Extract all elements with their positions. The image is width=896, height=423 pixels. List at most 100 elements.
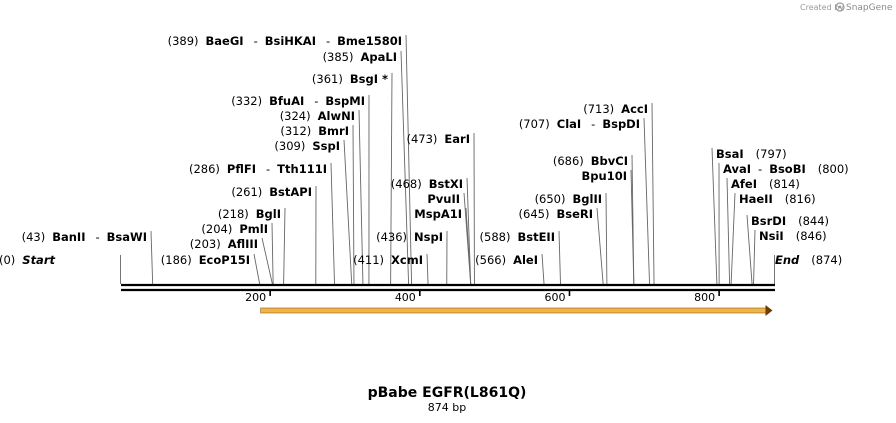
site-enzyme-name: Bme1580I [337, 34, 402, 48]
site-position: (312) [280, 124, 311, 138]
site-connector-ecop15i [253, 253, 261, 285]
site-label-haeii[interactable]: HaeII(816) [739, 192, 816, 206]
site-position: (324) [280, 109, 311, 123]
site-enzyme-name: ApaLI [361, 50, 398, 64]
site-enzyme-name: PvuII [427, 192, 460, 206]
site-label-end[interactable]: End(874) [775, 253, 842, 267]
site-label-bpu10i[interactable]: Bpu10I [582, 169, 627, 183]
site-position: (286) [189, 162, 220, 176]
site-position: (203) [190, 237, 221, 251]
site-label-bglii[interactable]: (650)BglII [535, 192, 602, 206]
site-label-sspi[interactable]: (309)SspI [274, 139, 340, 153]
site-position: (846) [796, 229, 827, 243]
site-position: (814) [769, 177, 800, 191]
site-position: (309) [274, 139, 305, 153]
site-enzyme-name: BstAPI [269, 185, 312, 199]
site-connector-alwni [358, 109, 364, 285]
site-enzyme-name: End [775, 253, 800, 267]
site-enzyme-name: BsaWI [107, 230, 147, 244]
site-separator: - [591, 117, 595, 131]
feature-arrow-body[interactable] [260, 307, 767, 314]
site-label-avai-bsobi[interactable]: AvaI-BsoBI(800) [723, 162, 849, 176]
site-label-nspi[interactable]: (436)NspI [376, 230, 443, 244]
site-position: (218) [218, 207, 249, 221]
site-enzyme-name: Bpu10I [582, 169, 627, 183]
site-separator: - [326, 34, 330, 48]
site-position: (588) [480, 230, 511, 244]
site-connector-apali [400, 50, 410, 285]
site-label-bgli[interactable]: (218) BglI [218, 207, 281, 221]
site-label-clai-bspdi[interactable]: (707)ClaI-BspDI [519, 117, 640, 131]
site-enzyme-name: BmrI [318, 124, 349, 138]
site-label-bmri[interactable]: (312) BmrI [280, 124, 349, 138]
site-label-alwni[interactable]: (324) AlwNI [280, 109, 355, 123]
site-connector-clai-bspdi [643, 117, 650, 285]
site-position: (204) [201, 222, 232, 236]
site-label-apali[interactable]: (385)ApaLI [323, 50, 397, 64]
site-position: (389) [168, 34, 199, 48]
site-separator: - [254, 34, 258, 48]
site-separator: - [314, 94, 318, 108]
site-enzyme-name: BglI [256, 207, 281, 221]
site-enzyme-name: BaeGI [206, 34, 244, 48]
site-label-bsai[interactable]: BsaI(797) [716, 147, 787, 161]
site-position: (361) [312, 72, 343, 86]
site-connector-banii-bsawi [150, 230, 154, 285]
feature-arrow-head [765, 305, 773, 316]
site-enzyme-name: NspI [414, 230, 443, 244]
ruler-tick-label: 200 [245, 291, 266, 304]
site-label-eari[interactable]: (473)EarI [406, 132, 470, 146]
site-enzyme-name: Tth111I [277, 162, 327, 176]
site-connector-sspi [343, 139, 353, 285]
site-label-afei[interactable]: AfeI(814) [731, 177, 800, 191]
snapgene-logo-icon [835, 2, 845, 12]
site-connectors [120, 34, 775, 285]
site-label-bstxi[interactable]: (468)BstXI [391, 177, 463, 191]
site-label-mspa1i[interactable]: MspA1I [414, 207, 462, 221]
feature-arrow [260, 305, 773, 316]
site-label-banii-bsawi[interactable]: (43)BanII-BsaWI [22, 230, 147, 244]
site-label-bsgi-[interactable]: (361)BsgI * [312, 72, 388, 86]
plasmid-length: 874 bp [428, 401, 466, 414]
site-separator: - [758, 162, 762, 176]
site-position: (686) [553, 154, 584, 168]
site-connector-pmli [271, 222, 274, 285]
site-enzyme-name: ClaI [557, 117, 581, 131]
site-position: (186) [161, 253, 192, 267]
site-label-bfuai-bspmi[interactable]: (332)BfuAI-BspMI [231, 94, 365, 108]
ruler-tick-label: 400 [395, 291, 416, 304]
plasmid-name: pBabe EGFR(L861Q) [368, 385, 527, 401]
site-label-afliii[interactable]: (203)AflIII [190, 237, 258, 251]
site-position: (707) [519, 117, 550, 131]
site-position: (332) [231, 94, 262, 108]
site-enzyme-name: BsrDI [751, 214, 786, 228]
site-label-bseri[interactable]: (645)BseRI [519, 207, 593, 221]
site-label-bbvci[interactable]: (686)BbvCI [553, 154, 628, 168]
site-label-bstapi[interactable]: (261)BstAPI [231, 185, 312, 199]
site-label-nsii[interactable]: NsiI (846) [759, 229, 827, 243]
site-label-alei[interactable]: (566)AleI [475, 253, 538, 267]
site-enzyme-name: AvaI [723, 162, 751, 176]
site-enzyme-name: NsiI [759, 229, 784, 243]
site-label-baegi-bsihkai-bme1580i[interactable]: (389)BaeGI-BsiHKAI-Bme1580I [168, 34, 402, 48]
site-separator: - [96, 230, 100, 244]
site-label-xcmi[interactable]: (411)XcmI [353, 253, 423, 267]
credit-text: Created by [800, 3, 844, 12]
site-label-pflfi-tth111i[interactable]: (286)PflFI-Tth111I [189, 162, 327, 176]
site-enzyme-name: AleI [513, 253, 538, 267]
site-enzyme-name: BfuAI [269, 94, 304, 108]
site-enzyme-name: AccI [621, 102, 648, 116]
site-label-pmli[interactable]: (204)PmlI [201, 222, 268, 236]
site-label-ecop15i[interactable]: (186)EcoP15I [161, 253, 250, 267]
site-connector-mspa1i [465, 207, 472, 285]
site-enzyme-name: AlwNI [318, 109, 355, 123]
site-enzyme-name: BstEII [517, 230, 555, 244]
site-label-pvuii[interactable]: PvuII [427, 192, 460, 206]
site-label-acci[interactable]: (713)AccI [583, 102, 648, 116]
site-labels: (0)Start (43)BanII-BsaWI (186)EcoP15I (203)… [0, 34, 849, 267]
site-label-bsrdi[interactable]: BsrDI(844) [751, 214, 829, 228]
sequence-backbone [121, 283, 775, 292]
site-label-start[interactable]: (0)Start [0, 253, 55, 267]
site-label-bsteii[interactable]: (588) BstEII [480, 230, 555, 244]
